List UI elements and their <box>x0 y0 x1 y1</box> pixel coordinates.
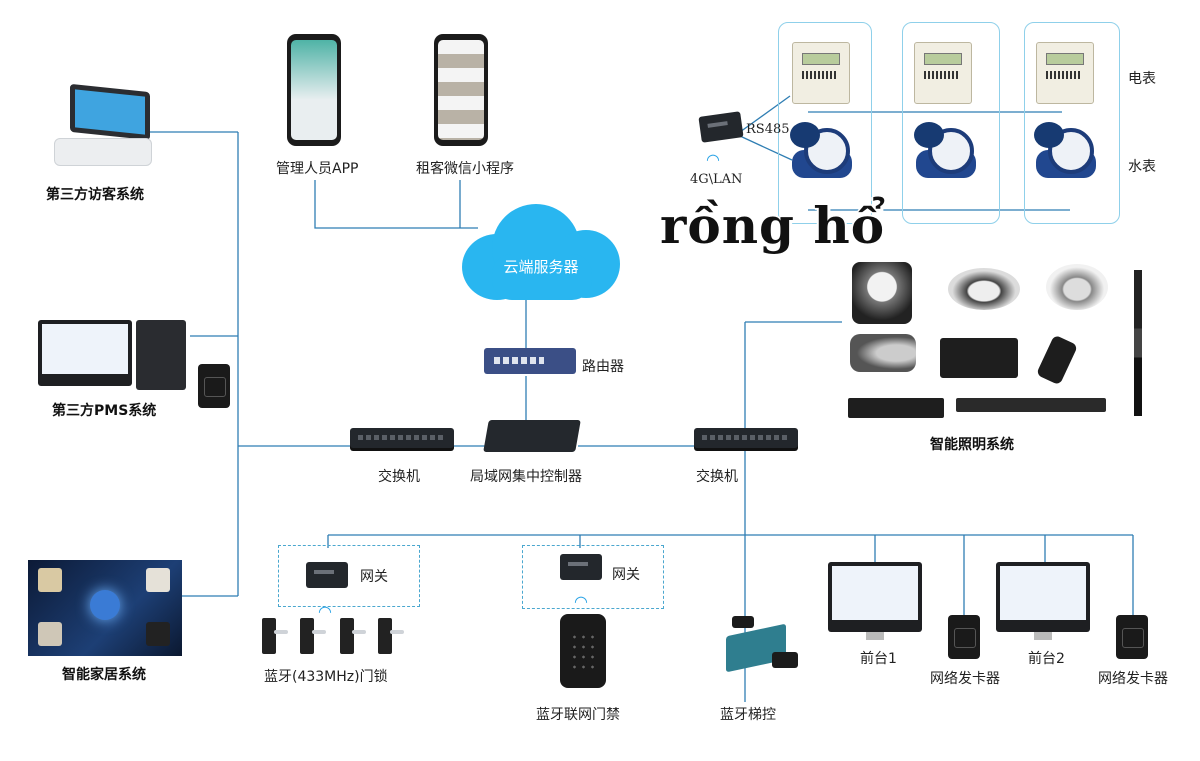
switch-right-label: 交换机 <box>696 469 738 485</box>
bt-lock-label: 蓝牙(433MHz)门锁 <box>264 669 388 685</box>
gateway-1-icon <box>306 562 348 588</box>
watermark-text: rồng hổ <box>660 196 886 255</box>
smart-home-label: 智能家居系统 <box>62 667 146 683</box>
admin-app-phone-icon <box>287 34 341 146</box>
pc-tower-icon <box>136 320 186 390</box>
linear-light-icon <box>940 338 1018 378</box>
monitor-stand <box>1034 632 1052 640</box>
admin-app-label: 管理人员APP <box>276 161 359 177</box>
water-meter-label: 水表 <box>1128 159 1156 175</box>
card-reader-icon <box>198 364 230 408</box>
lighting-label: 智能照明系统 <box>930 437 1014 453</box>
card-issuer-2-label: 网络发卡器 <box>1098 671 1168 687</box>
switch-left-label: 交换机 <box>378 469 420 485</box>
monitor-stand <box>866 632 884 640</box>
gateway-2-box <box>522 545 664 609</box>
pendant-light-icon <box>1134 270 1142 416</box>
wifi-icon: ◠ <box>318 602 332 621</box>
tenant-miniprogram-label: 租客微信小程序 <box>416 161 514 177</box>
door-lock-icon <box>300 618 326 654</box>
router-label: 路由器 <box>582 359 624 375</box>
water-meter-icon <box>1030 122 1106 192</box>
gateway-1-box <box>278 545 420 607</box>
linear-light-icon <box>848 398 944 418</box>
gateway-1-label: 网关 <box>360 569 388 585</box>
cloud-server-icon: 云端服务器 <box>462 204 620 300</box>
electric-meter-icon <box>1036 42 1094 104</box>
bt-access-label: 蓝牙联网门禁 <box>536 707 620 723</box>
pms-monitor-icon <box>38 320 132 386</box>
card-issuer-1-icon <box>948 615 980 659</box>
router-icon <box>484 348 576 374</box>
elevator-controller-icon <box>698 616 798 673</box>
lan-controller-label: 局域网集中控制器 <box>470 469 582 485</box>
meter-group-1 <box>778 22 872 224</box>
smart-home-image <box>28 560 182 656</box>
door-lock-icon <box>262 618 288 654</box>
downlight-icon <box>852 262 912 324</box>
bt-elevator-label: 蓝牙梯控 <box>720 707 776 723</box>
downlight-icon <box>948 268 1020 310</box>
door-lock-icon <box>378 618 404 654</box>
visitor-terminal-icon <box>50 83 154 174</box>
cloud-server-label: 云端服务器 <box>503 258 579 276</box>
switch-right-icon <box>694 428 798 448</box>
electric-meter-icon <box>792 42 850 104</box>
downlight-icon <box>1046 264 1108 310</box>
switch-left-icon <box>350 428 454 448</box>
wifi-icon: ◠ <box>706 150 720 169</box>
gateway-2-icon <box>560 554 602 580</box>
tenant-miniprogram-phone-icon <box>434 34 488 146</box>
front-desk-2-monitor-icon <box>996 562 1090 632</box>
network-4g-label: 4G\LAN <box>690 172 743 187</box>
card-issuer-1-label: 网络发卡器 <box>930 671 1000 687</box>
access-keypad-icon <box>560 614 606 688</box>
water-meter-icon <box>910 122 986 192</box>
front-desk-1-label: 前台1 <box>860 651 897 667</box>
pms-system-label: 第三方PMS系统 <box>52 403 157 419</box>
front-desk-1-monitor-icon <box>828 562 922 632</box>
rs485-label: RS485 <box>746 122 790 137</box>
front-desk-2-label: 前台2 <box>1028 651 1065 667</box>
lan-controller-icon <box>483 420 581 452</box>
linear-light-icon <box>956 398 1106 412</box>
meter-group-2 <box>902 22 1000 224</box>
card-issuer-2-icon <box>1116 615 1148 659</box>
meter-group-3 <box>1024 22 1120 224</box>
gateway-2-label: 网关 <box>612 567 640 583</box>
spotlight-icon <box>850 334 916 372</box>
visitor-system-label: 第三方访客系统 <box>46 187 144 203</box>
wifi-icon: ◠ <box>574 592 588 611</box>
electric-meter-icon <box>914 42 972 104</box>
door-lock-icon <box>340 618 366 654</box>
electric-meter-label: 电表 <box>1128 71 1156 87</box>
water-meter-icon <box>786 122 862 192</box>
